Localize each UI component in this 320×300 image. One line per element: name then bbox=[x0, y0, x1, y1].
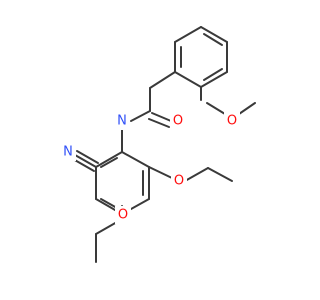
atom-label-o: O bbox=[174, 174, 184, 189]
atom-label-n: N bbox=[117, 114, 127, 129]
molecule-canvas: N O O N O O bbox=[60, 26, 256, 263]
atom-label-background bbox=[60, 143, 76, 161]
bond bbox=[95, 151, 123, 168]
atom-label-n: N bbox=[63, 145, 73, 160]
bond bbox=[184, 167, 209, 182]
bond bbox=[121, 151, 150, 168]
bond bbox=[130, 110, 151, 122]
bond bbox=[100, 157, 118, 168]
bond bbox=[100, 198, 118, 209]
bond bbox=[200, 26, 228, 43]
atom-label-o: O bbox=[173, 114, 183, 129]
bond bbox=[203, 33, 223, 46]
atom-label-background bbox=[114, 112, 130, 130]
atom-label-o: O bbox=[227, 114, 237, 129]
bond bbox=[200, 71, 228, 88]
bond bbox=[72, 158, 95, 172]
molecule-structure: N O O N O O bbox=[60, 26, 256, 263]
bond bbox=[174, 71, 202, 88]
bond bbox=[206, 102, 226, 115]
bond bbox=[238, 102, 256, 115]
bond bbox=[95, 221, 118, 235]
bond bbox=[207, 167, 233, 182]
bond bbox=[74, 154, 97, 168]
bond bbox=[151, 112, 172, 122]
atom-label-background bbox=[115, 206, 131, 224]
bond bbox=[148, 118, 170, 128]
bond-layer bbox=[72, 26, 256, 263]
atom-label-layer: N O O N O O bbox=[60, 112, 240, 224]
atom-label-background bbox=[170, 112, 186, 130]
bond bbox=[148, 166, 173, 179]
atom-label-o: O bbox=[118, 208, 128, 223]
bond bbox=[149, 71, 176, 89]
bond bbox=[76, 150, 99, 164]
bond bbox=[174, 26, 202, 43]
atom-label-background bbox=[224, 112, 240, 130]
atom-label-background bbox=[171, 172, 187, 190]
bond bbox=[203, 68, 223, 81]
